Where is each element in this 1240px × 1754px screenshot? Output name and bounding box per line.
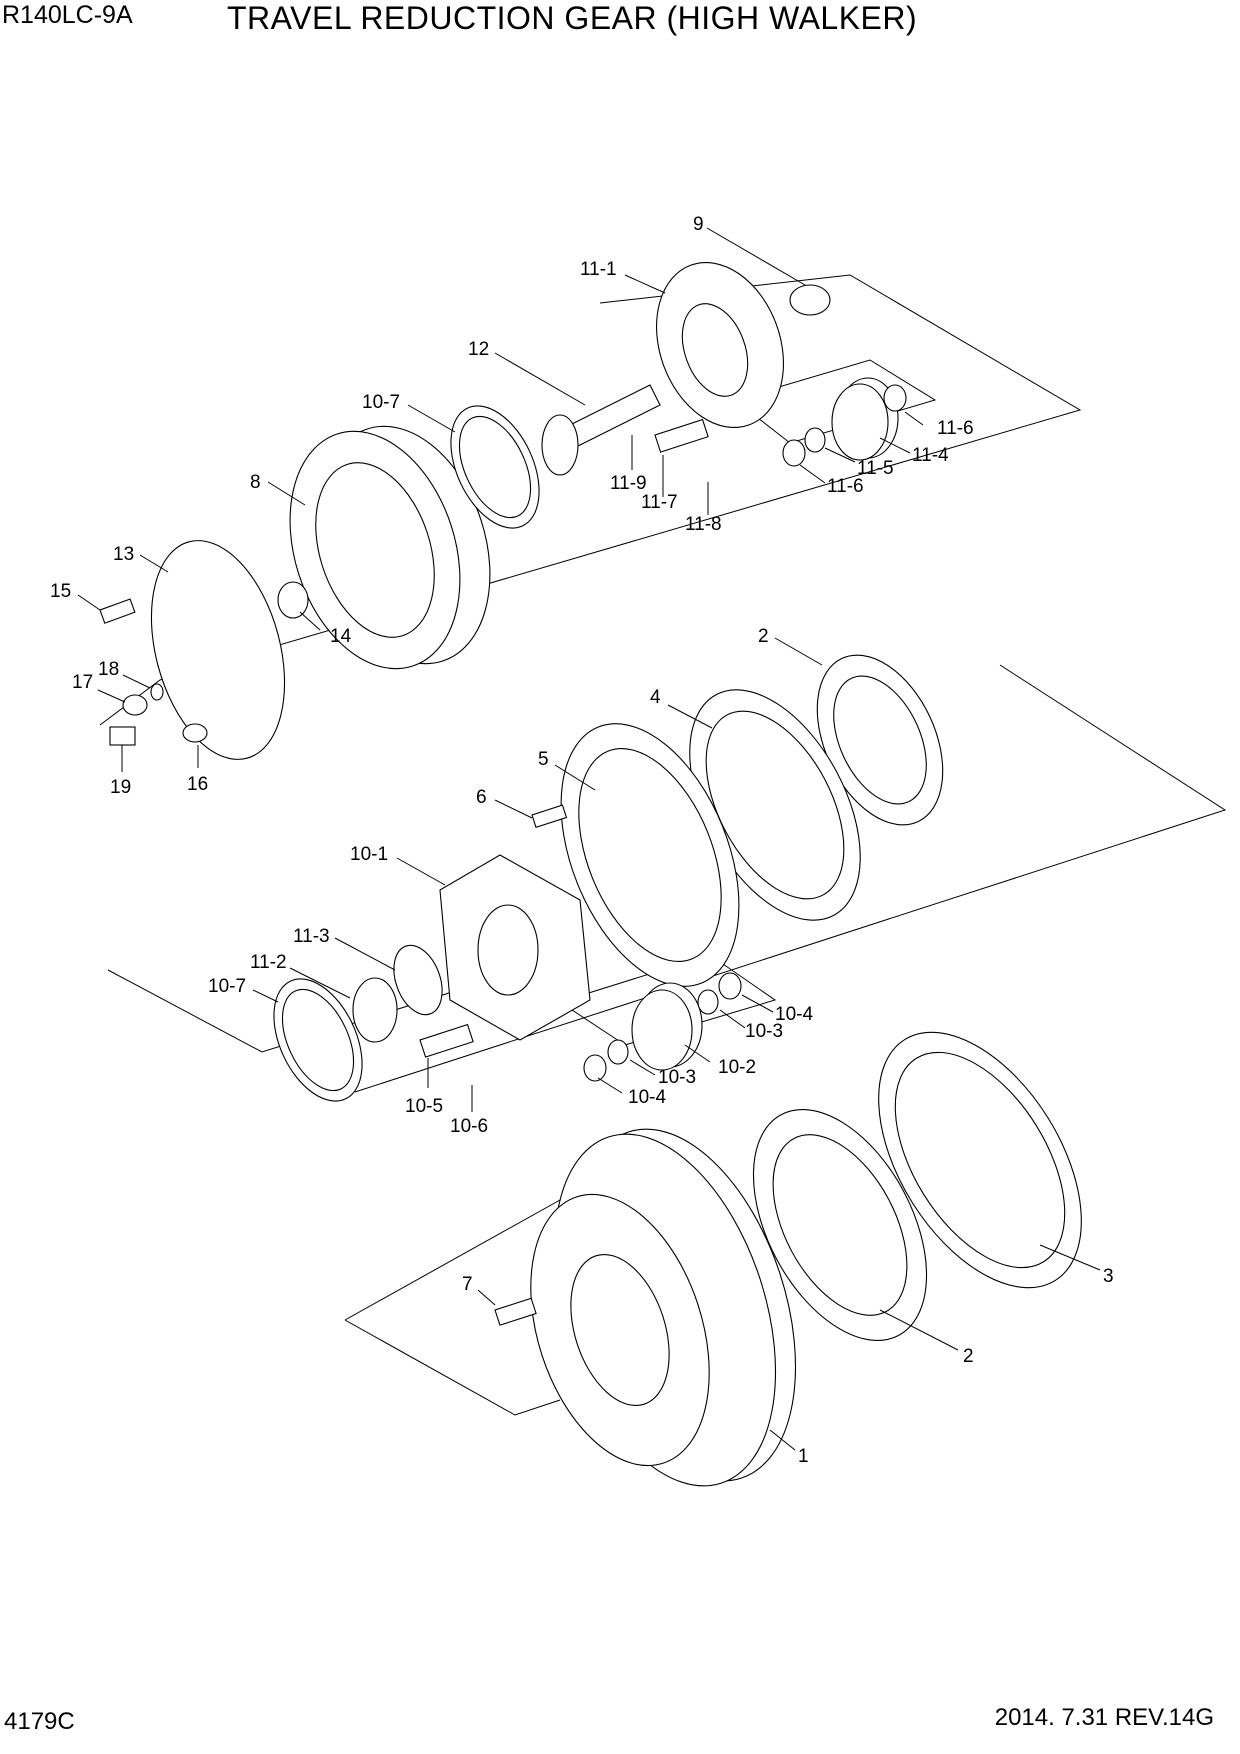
callout-10-3: 10-3: [745, 1021, 783, 1042]
callout-8: 8: [250, 472, 261, 493]
callout-13: 13: [113, 544, 134, 565]
callout-17: 17: [72, 672, 93, 693]
callout-11-9: 11-9: [610, 473, 647, 494]
part-11-5-bushing: [804, 427, 826, 453]
callout-16: 16: [187, 774, 208, 795]
part-9-bushing: [789, 284, 831, 316]
callout-10-4: 10-4: [628, 1087, 666, 1108]
part-15-bolt: [99, 598, 136, 624]
part-11-7-pin: [654, 418, 709, 453]
callout-11-6: 11-6: [827, 476, 864, 497]
callout-12: 12: [468, 339, 489, 360]
callout-5: 5: [538, 749, 549, 770]
callout-2: 2: [963, 1346, 974, 1367]
part-2-bearing-lower: [752, 1109, 928, 1341]
callout-10-7: 10-7: [208, 976, 246, 997]
part-12-shaft: [541, 384, 661, 476]
part-10-7-washer-lower: [273, 978, 363, 1102]
callout-11-7: 11-7: [641, 492, 678, 513]
part-10-2-gear: [631, 982, 703, 1071]
group-outlines: [99, 274, 1227, 1416]
model-code: R140LC-9A: [2, 1, 133, 29]
callout-11-4: 11-4: [912, 445, 949, 466]
leader-lines: [77, 227, 1101, 1451]
part-10-3-bushing-b: [607, 1039, 629, 1065]
callout-11-3: 11-3: [293, 926, 330, 947]
callout-14: 14: [330, 626, 352, 647]
part-11-6-washer-b: [782, 439, 806, 467]
part-10-1-carrier: [439, 854, 591, 1041]
callout-11-5: 11-5: [857, 458, 894, 479]
callout-9: 9: [693, 214, 704, 235]
page-code: 4179C: [4, 1708, 75, 1735]
part-11-3-ring: [393, 944, 443, 1016]
callouts: 9 11-1 12 10-7 8 11-6 11-4 11-5 11-6 11-…: [50, 214, 1114, 1467]
part-16-plug: [182, 723, 208, 743]
part-10-3-bushing-a: [697, 989, 719, 1015]
part-11-6-washer-a: [883, 384, 907, 412]
callout-7: 7: [462, 1274, 473, 1295]
part-19-plate: [109, 726, 136, 746]
callout-3: 3: [1103, 1266, 1114, 1287]
part-11-1-carrier: [656, 261, 784, 429]
callout-11-2: 11-2: [250, 952, 287, 973]
callout-1: 1: [798, 1446, 809, 1467]
callout-18: 18: [98, 659, 119, 680]
callout-10-4: 10-4: [775, 1004, 813, 1025]
part-10-4-washer-b: [583, 1054, 607, 1082]
part-7-pin: [494, 1297, 537, 1326]
part-18-oring: [150, 683, 164, 701]
callout-10-2: 10-2: [718, 1057, 756, 1078]
revision-date: 2014. 7.31 REV.14G: [994, 1704, 1214, 1731]
callout-10-1: 10-1: [350, 844, 388, 865]
part-13-cover: [150, 540, 286, 760]
part-11-4-gear: [831, 377, 899, 461]
callout-11-8: 11-8: [685, 514, 722, 535]
part-10-5-pin: [419, 1023, 474, 1058]
part-1-housing: [530, 1128, 797, 1487]
part-5-flange: [560, 723, 740, 987]
callout-10-5: 10-5: [405, 1096, 443, 1117]
callout-6: 6: [476, 787, 487, 808]
part-3-seal: [878, 1031, 1082, 1289]
callout-10-3: 10-3: [658, 1067, 696, 1088]
callout-15: 15: [50, 581, 71, 602]
part-8-ring-gear: [289, 425, 491, 670]
part-10-4-washer-a: [718, 972, 742, 1000]
part-11-2-gear: [352, 977, 398, 1043]
callout-10-7: 10-7: [362, 392, 400, 413]
part-17-plug: [122, 694, 148, 716]
drawing-title: TRAVEL REDUCTION GEAR (HIGH WALKER): [227, 0, 918, 36]
callout-11-1: 11-1: [580, 259, 617, 280]
part-14-plug: [277, 581, 309, 619]
part-6-bolt: [531, 804, 568, 829]
callout-2: 2: [758, 626, 769, 647]
callout-19: 19: [110, 777, 131, 798]
part-10-7-washer-upper: [450, 405, 540, 529]
callout-4: 4: [650, 687, 661, 708]
callout-10-6: 10-6: [450, 1116, 488, 1137]
callout-11-6: 11-6: [937, 418, 974, 439]
